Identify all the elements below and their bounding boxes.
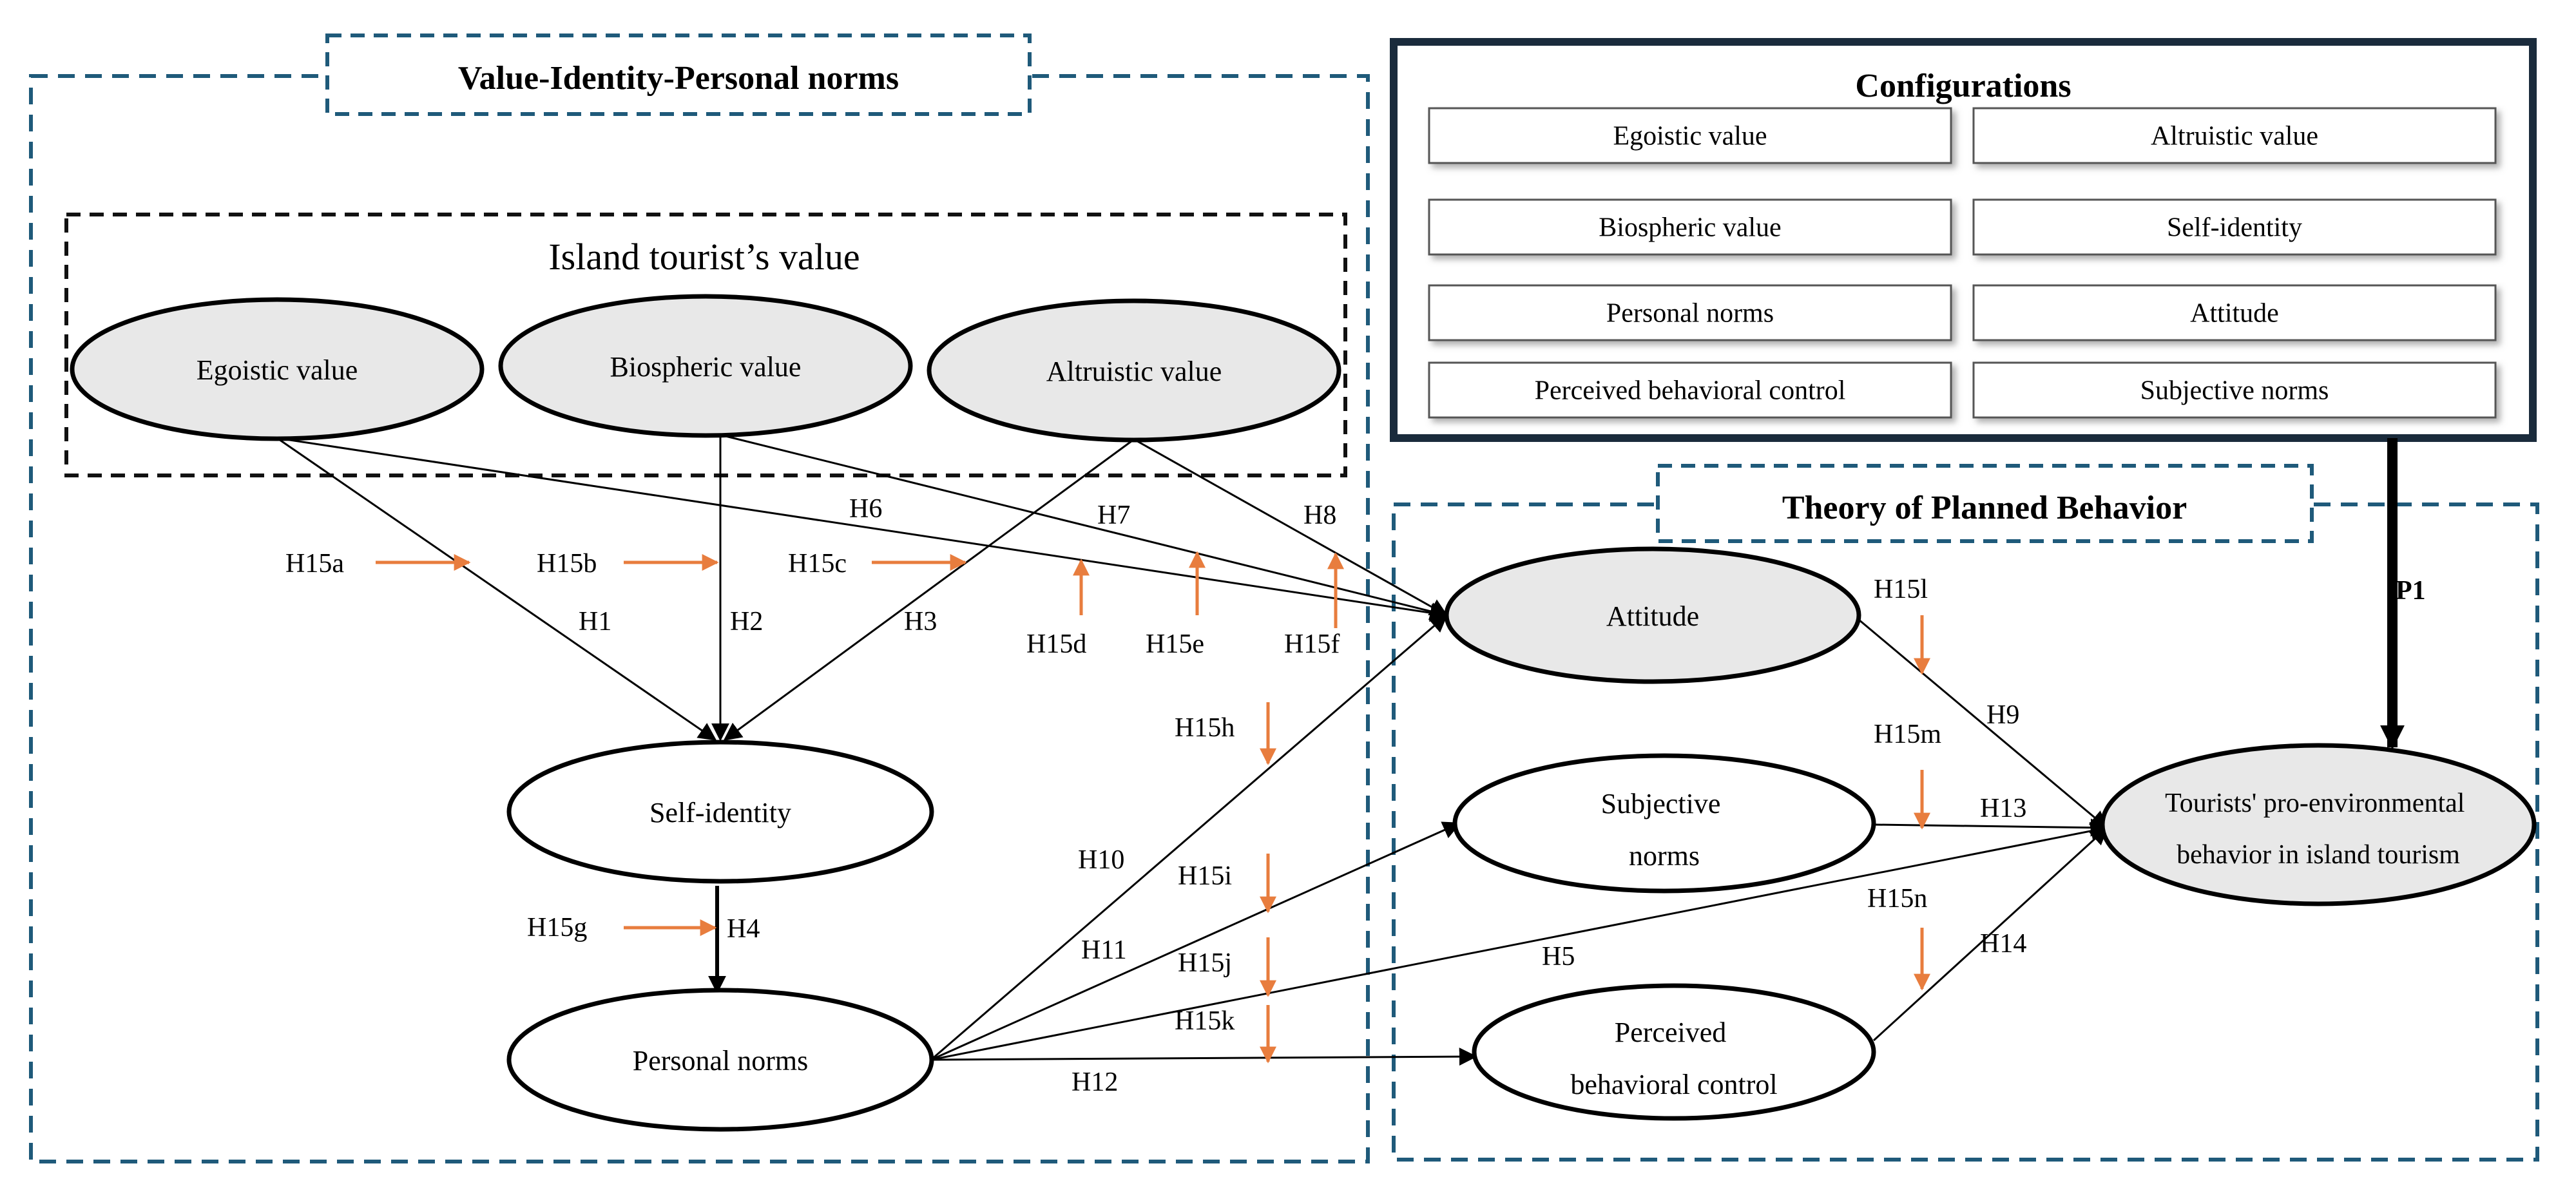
path-h11-label: H11: [1081, 935, 1127, 965]
config-item-label: Perceived behavioral control: [1535, 376, 1846, 406]
path-h5-line: [930, 822, 2109, 1061]
attitude-node: [1444, 546, 1861, 684]
path-h7-line: [720, 434, 1448, 620]
config-item-label: Egoistic value: [1613, 122, 1767, 151]
moderator-h15l-label: H15l: [1874, 575, 1928, 604]
biospheric-value-label: Biospheric value: [610, 351, 802, 383]
path-arrows: [276, 434, 2405, 1066]
path-h9-label: H9: [1986, 700, 2019, 730]
config-item-box: [1428, 361, 1952, 419]
tpb-title-box: [1656, 464, 2314, 543]
altruistic-value-label: Altruistic value: [1046, 356, 1222, 387]
value-identity-frame: [29, 74, 1370, 1163]
config-item-label: Self-identity: [2167, 213, 2302, 243]
path-h3-line: [723, 438, 1135, 741]
moderator-h15k-label: H15k: [1175, 1006, 1235, 1036]
subjective-norms-node: [1452, 753, 1876, 894]
path-h7-label: H7: [1097, 501, 1130, 530]
config-item-label: Subjective norms: [2140, 376, 2329, 406]
path-h6-label: H6: [849, 494, 882, 524]
path-h4-label: H4: [727, 914, 760, 944]
path-h9-line: [1858, 618, 2109, 829]
egoistic-value-node: [70, 297, 485, 441]
island-value-frame: [64, 213, 1347, 477]
moderator-h15f-label: H15f: [1284, 629, 1340, 659]
path-h8-line: [1133, 438, 1448, 617]
config-item-box: [1428, 198, 1952, 256]
tpb-title: Theory of Planned Behavior: [1782, 490, 2187, 526]
moderator-h15g-label: H15g: [527, 913, 587, 943]
config-item-box: [1972, 198, 2497, 256]
moderator-h15i-label: H15i: [1178, 861, 1232, 891]
path-h11-line: [930, 821, 1461, 1061]
path-h13-label: H13: [1980, 794, 2026, 823]
self-identity-node: [506, 740, 934, 884]
moderator-h15b-label: H15b: [537, 549, 597, 579]
moderator-h15d-label: H15d: [1026, 629, 1086, 659]
moderator-h15c-label: H15c: [788, 549, 847, 579]
vipn-title: Value-Identity-Personal norms: [458, 60, 899, 97]
egoistic-value-label: Egoistic value: [197, 354, 358, 386]
pro-environmental-behavior-label: Tourists' pro-environmental behavior in …: [2165, 789, 2472, 870]
moderator-h15h-label: H15h: [1175, 713, 1235, 743]
path-labels: H1 H2 H3 H4 H5 H6 H7 H8 H9 H10 H11 H12 H…: [579, 494, 2426, 1097]
path-h10-label: H10: [1078, 845, 1124, 875]
moderator-h15a-label: H15a: [285, 549, 344, 579]
config-item-box: [1428, 107, 1952, 164]
moderator-h15e-label: H15e: [1146, 629, 1204, 659]
path-h2-label: H2: [730, 607, 763, 636]
path-h3-label: H3: [904, 607, 937, 636]
island-value-title: Island tourist’s value: [548, 236, 860, 278]
personal-norms-node: [506, 988, 934, 1132]
path-h1-label: H1: [579, 607, 611, 636]
path-h1-line: [276, 437, 717, 741]
configurations-title: Configurations: [1855, 68, 2071, 104]
config-item-box: [1972, 284, 2497, 341]
path-h14-label: H14: [1980, 929, 2026, 959]
personal-norms-label: Personal norms: [633, 1045, 809, 1077]
subjective-norms-label: Subjective norms: [1601, 788, 1728, 872]
config-item-label: Personal norms: [1606, 299, 1774, 329]
config-item-label: Altruistic value: [2151, 122, 2318, 151]
moderator-h15m-label: H15m: [1874, 720, 1941, 749]
config-item-label: Attitude: [2190, 299, 2279, 329]
altruistic-value-node: [927, 298, 1341, 443]
moderator-labels: H15a H15b H15c H15d H15e H15f H15g H15h …: [285, 549, 1941, 1036]
path-h8-label: H8: [1303, 501, 1336, 530]
path-h10-line: [930, 614, 1448, 1061]
moderator-h15n-label: H15n: [1867, 884, 1927, 914]
perceived-behavioral-control-node: [1472, 983, 1876, 1121]
path-p1-label: P1: [2396, 576, 2426, 606]
config-item-box: [1428, 284, 1952, 341]
moderator-h15j-label: H15j: [1178, 948, 1232, 978]
path-h12-line: [930, 1048, 1477, 1066]
config-item-label: Biospheric value: [1599, 213, 1781, 243]
path-h6-line: [276, 437, 1448, 622]
config-item-box: [1972, 361, 2497, 419]
path-h14-line: [1872, 827, 2109, 1042]
self-identity-label: Self-identity: [649, 797, 791, 828]
biospheric-value-node: [498, 294, 913, 438]
moderator-arrows: [376, 551, 1930, 1064]
attitude-label: Attitude: [1606, 600, 1699, 632]
vipn-title-box: [325, 33, 1032, 116]
config-item-box: [1972, 107, 2497, 164]
path-h12-label: H12: [1072, 1067, 1118, 1097]
path-h5-label: H5: [1542, 942, 1575, 971]
path-h13-line: [1873, 818, 2109, 837]
pro-environmental-behavior-node: [2100, 743, 2537, 906]
configurations-grid: Egoistic value Altruistic valueBiospheric…: [1428, 107, 2497, 419]
perceived-behavioral-control-label: Perceived behavioral control: [1570, 1017, 1777, 1100]
